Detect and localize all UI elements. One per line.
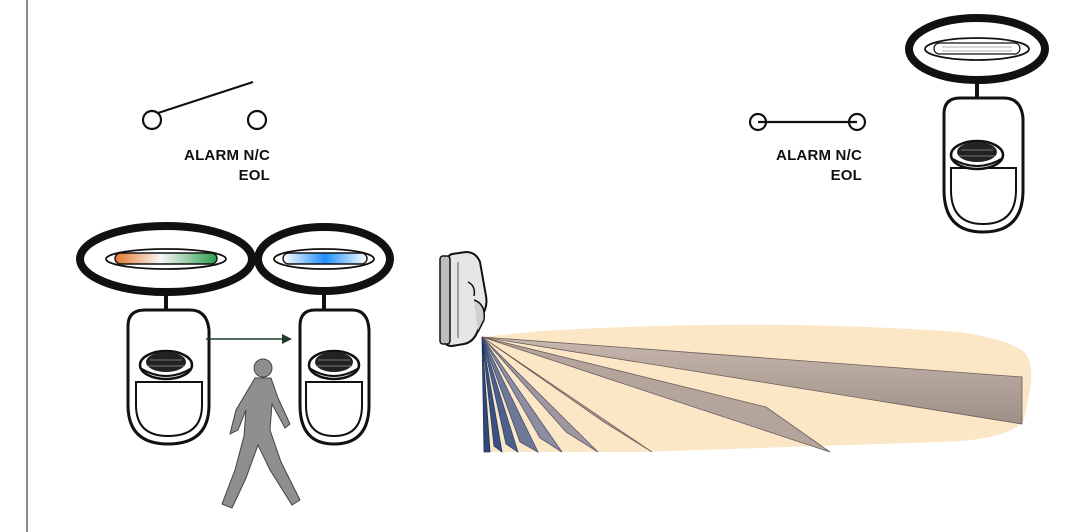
pir-detector-icon [905, 14, 1049, 234]
alarm-state-label-right: ALARM N/C EOL [728, 146, 862, 186]
alarm-label-line2: EOL [238, 167, 270, 184]
switch-open-icon [141, 80, 268, 131]
alarm-label-line1: ALARM N/C [776, 147, 862, 164]
frame-left-border [26, 0, 28, 532]
coverage-pattern-icon [481, 324, 1032, 453]
person-walking-icon [221, 358, 301, 509]
pir-detector-icon [254, 223, 394, 446]
pir-detector-icon [76, 222, 256, 446]
alarm-label-line2: EOL [830, 167, 862, 184]
transition-arrow-icon [206, 334, 292, 344]
switch-closed-icon [748, 112, 867, 132]
side-view-detector-icon [439, 250, 488, 348]
alarm-state-label-left: ALARM N/C EOL [136, 146, 270, 186]
alarm-label-line1: ALARM N/C [184, 147, 270, 164]
